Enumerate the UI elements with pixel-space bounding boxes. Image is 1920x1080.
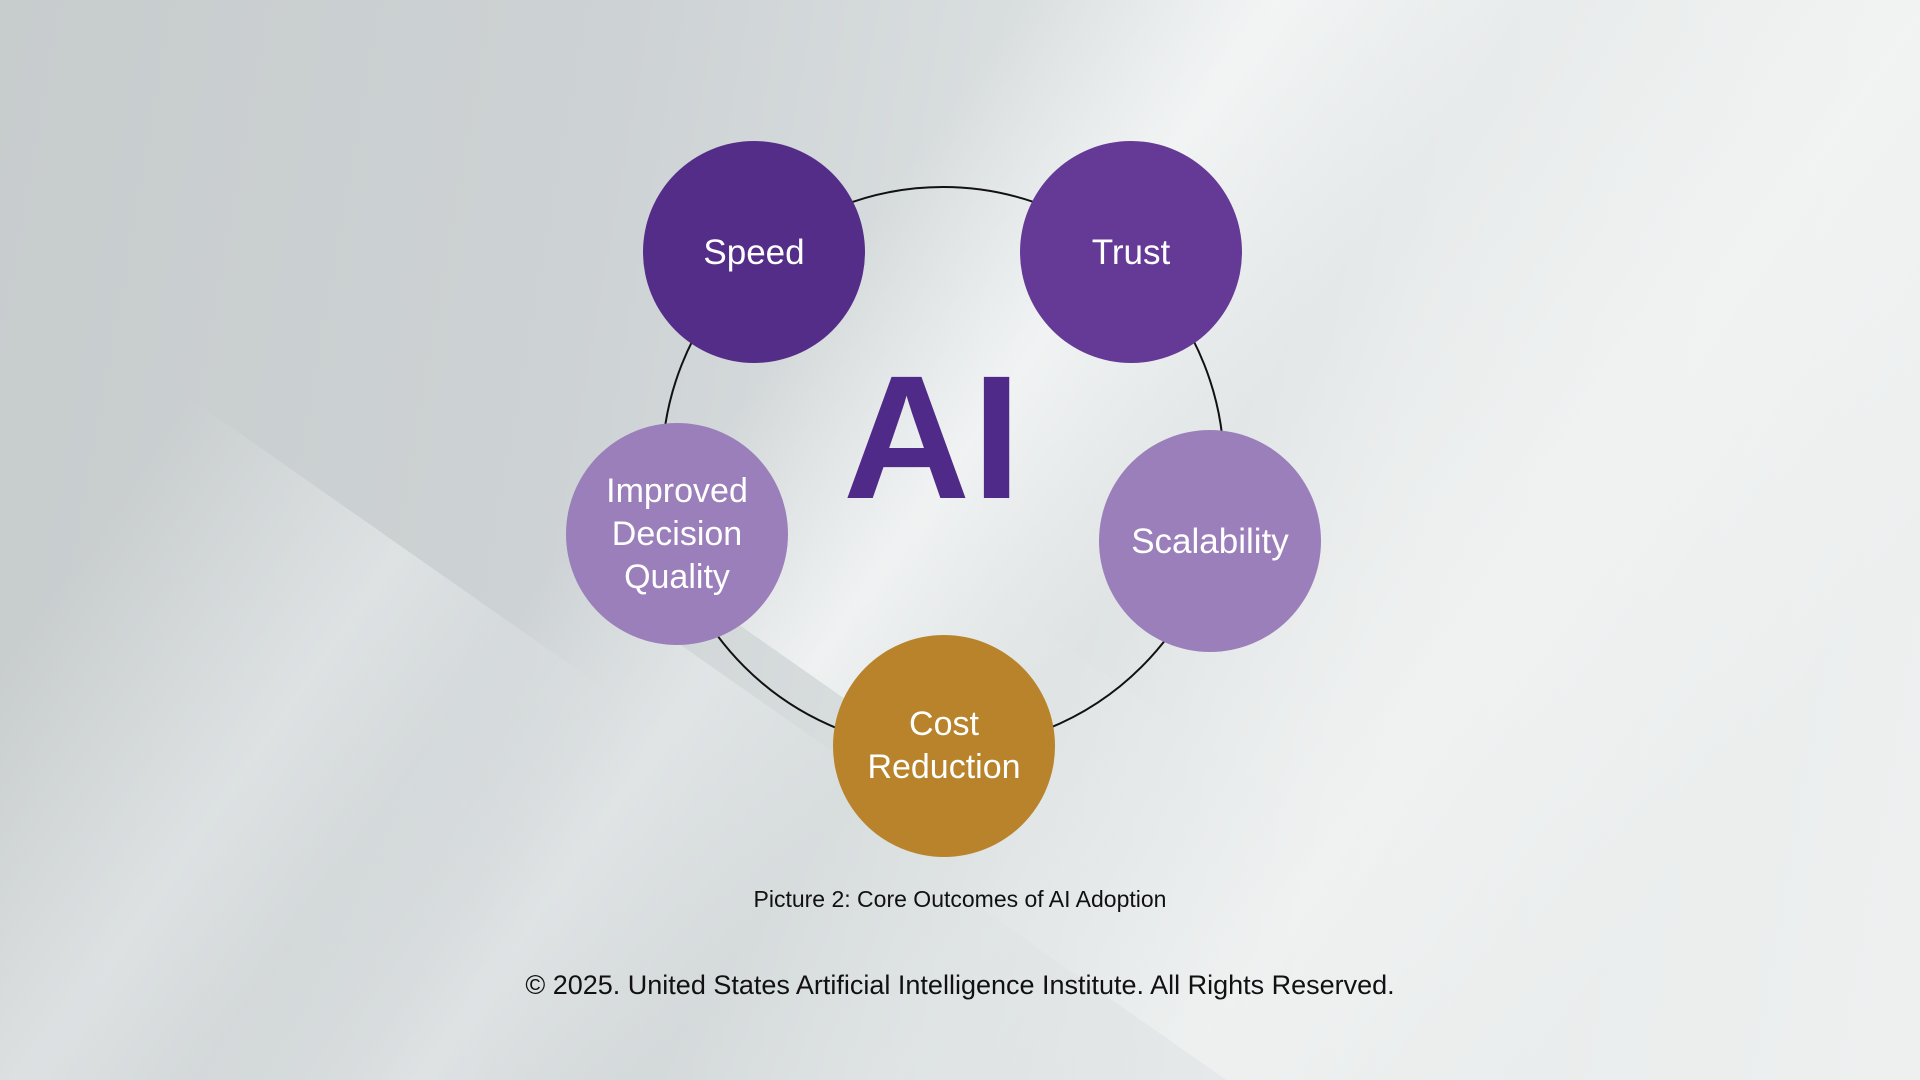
node-improved-decision-quality: Improved Decision Quality — [566, 423, 788, 645]
node-speed: Speed — [643, 141, 865, 363]
node-label: Improved Decision Quality — [606, 471, 748, 596]
node-label: Cost Reduction — [867, 705, 1021, 786]
figure-caption: Picture 2: Core Outcomes of AI Adoption — [753, 886, 1167, 912]
copyright-footer: © 2025. United States Artificial Intelli… — [525, 970, 1395, 1000]
node-cost-reduction: Cost Reduction — [833, 635, 1055, 857]
node-scalability: Scalability — [1099, 430, 1321, 652]
center-label-ai: AI — [843, 340, 1023, 536]
node-trust: Trust — [1020, 141, 1242, 363]
node-label: Scalability — [1131, 521, 1289, 561]
node-label: Speed — [703, 232, 805, 272]
node-label: Trust — [1091, 232, 1171, 272]
